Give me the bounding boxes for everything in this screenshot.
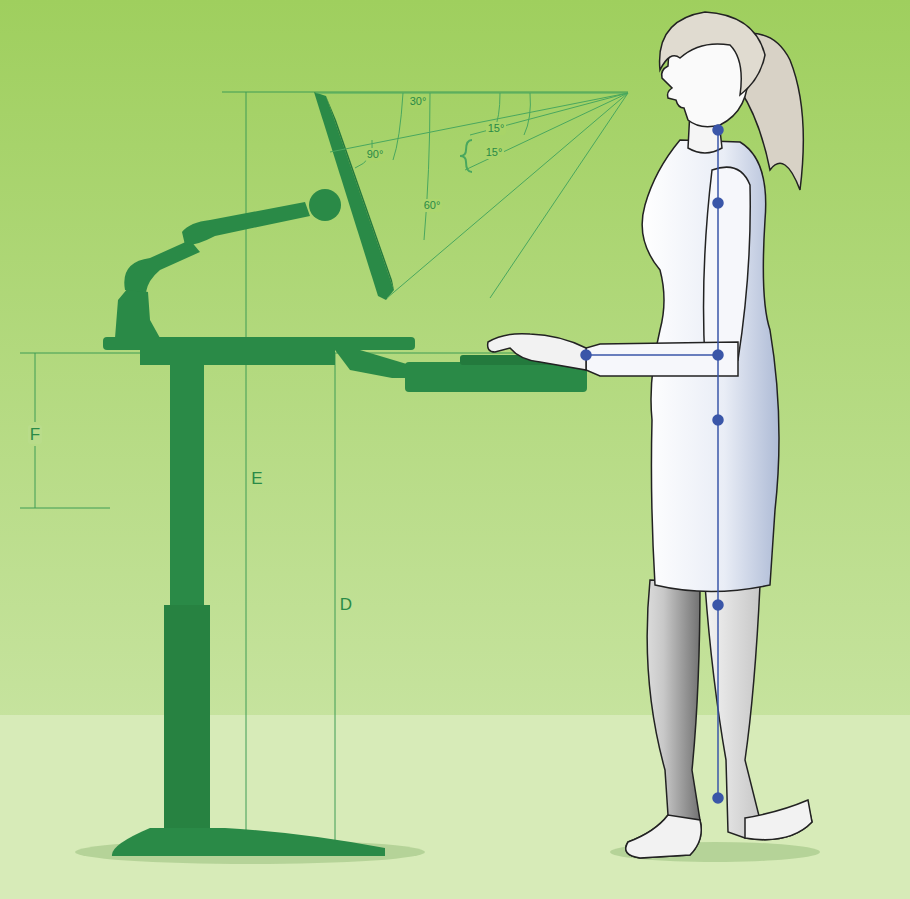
upper-arm: [704, 167, 751, 362]
viewing-angle-lines-part: [460, 140, 472, 172]
hair: [660, 12, 765, 95]
monitor-part: [314, 92, 394, 300]
standing-desk-part: [164, 605, 210, 830]
viewing-angle-lines-part: [465, 93, 628, 170]
dimension-lines-part: [35, 353, 36, 422]
angle-label: 15°: [484, 146, 505, 159]
standing-desk-part: [112, 828, 385, 856]
posture-line-part: [586, 354, 718, 356]
posture-line-part: [713, 198, 723, 208]
viewing-angle-lines-part: [524, 93, 530, 135]
posture-line: [581, 125, 723, 803]
viewing-angle-lines-part: [387, 93, 628, 298]
back-leg: [705, 585, 812, 840]
posture-line-part: [713, 125, 723, 135]
posture-line-part: [581, 350, 591, 360]
posture-line-part: [713, 793, 723, 803]
dimension-lines-part: [20, 508, 110, 509]
woman-figure: [488, 12, 812, 858]
angle-label: 30°: [408, 95, 429, 108]
hands: [488, 334, 586, 370]
dimension-lines-part: [222, 92, 628, 93]
posture-line-part: [713, 350, 723, 360]
background-part: [0, 715, 910, 899]
shoe: [626, 815, 702, 858]
monitor-arm-part: [124, 240, 200, 292]
monitor-arm: [115, 189, 341, 338]
keyboard-tray-part: [405, 362, 587, 392]
dimension-lines-part: [246, 92, 247, 855]
monitor: [314, 92, 394, 300]
standing-desk-part: [103, 337, 415, 350]
viewing-angle-lines-part: [470, 93, 628, 135]
keyboard-tray-part: [335, 350, 410, 378]
viewing-angle-lines-part: [393, 93, 403, 160]
monitor-arm-part: [115, 288, 160, 338]
angle-label: 15°: [486, 122, 507, 135]
monitor-arm-part: [182, 202, 310, 245]
standing-desk: [103, 337, 415, 856]
front-leg: [626, 580, 702, 858]
dimension-lines-part: [35, 446, 36, 508]
dimension-lines-part: [335, 353, 336, 855]
viewing-angle-lines-part: [424, 93, 430, 240]
viewing-angle-lines-part: [330, 93, 628, 152]
angle-label: 90°: [365, 148, 386, 161]
posture-line-part: [717, 128, 719, 800]
monitor-part: [326, 96, 394, 290]
forearm: [586, 342, 738, 376]
shoe: [745, 800, 812, 840]
viewing-angle-lines-part: [316, 93, 628, 94]
monitor-arm-part: [309, 189, 341, 221]
posture-line-part: [713, 415, 723, 425]
standing-desk-part: [140, 350, 335, 365]
standing-desk-part: [170, 365, 204, 610]
angle-label: 60°: [422, 199, 443, 212]
dimension-lines: [20, 92, 628, 855]
viewing-angle-lines: [316, 93, 628, 298]
dimension-label: F: [28, 425, 42, 444]
dimension-label: D: [338, 595, 354, 614]
posture-line-part: [713, 600, 723, 610]
dimension-label: E: [249, 469, 264, 488]
